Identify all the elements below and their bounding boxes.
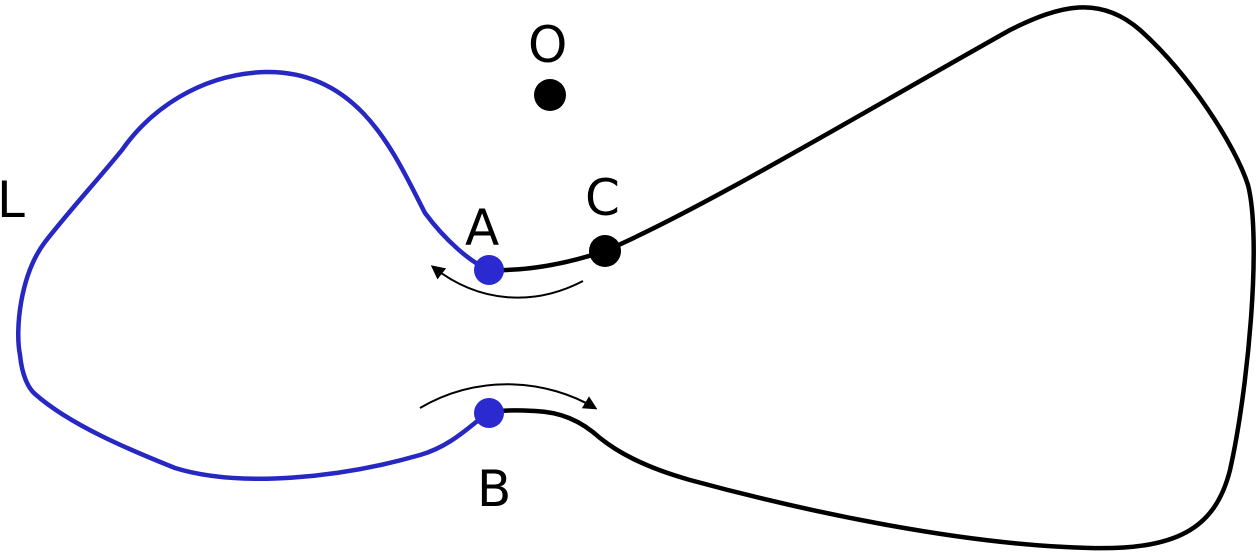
point-o [534, 79, 566, 111]
point-c [589, 235, 621, 267]
point-a [474, 255, 504, 285]
curve-l-blue-segment [16, 69, 492, 481]
curve-l-black-segment [486, 5, 1256, 551]
point-b [474, 398, 504, 428]
label-l: L [0, 171, 25, 229]
label-c: C [585, 169, 620, 227]
arrow-near-b [419, 383, 598, 410]
label-o: O [528, 16, 567, 74]
label-b: B [477, 460, 511, 518]
arrow-near-a [430, 265, 584, 299]
label-a: A [465, 199, 499, 257]
